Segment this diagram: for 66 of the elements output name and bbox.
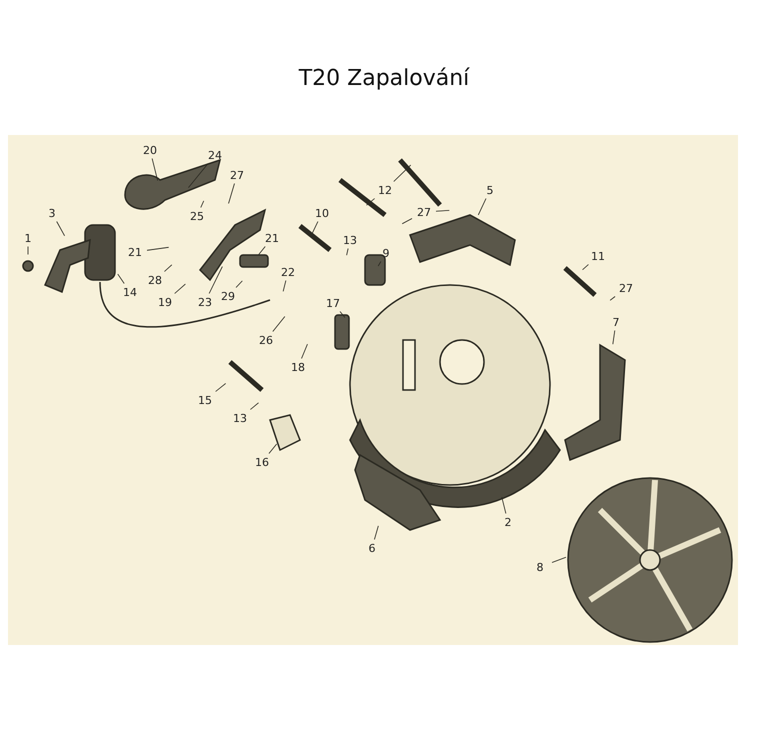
leader-line [366, 198, 375, 206]
leader-line [610, 296, 616, 301]
callout-number: 9 [375, 246, 397, 260]
leader-line [215, 383, 226, 392]
callout-number: 10 [311, 206, 333, 220]
callout-number: 27 [226, 168, 248, 182]
callout-number: 21 [124, 244, 146, 260]
leader-line [374, 525, 379, 540]
leader-line [152, 158, 158, 181]
callout-number: 6 [361, 540, 383, 556]
callout-number: 23 [194, 294, 216, 310]
diagram-title: T20 Zapalování [298, 66, 470, 91]
leader-line [552, 556, 566, 563]
leader-line [208, 266, 223, 294]
leader-line [146, 246, 170, 251]
leader-line [501, 496, 506, 514]
leader-line [282, 280, 286, 292]
callout-number: 7 [605, 314, 627, 330]
callout-number: 15 [194, 392, 216, 408]
callout-number: 2 [497, 514, 519, 530]
callout-number: 21 [261, 230, 283, 246]
leader-line [228, 183, 235, 204]
leader-line [236, 280, 243, 288]
leader-line [436, 210, 450, 212]
callout-number: 25 [186, 208, 208, 224]
callout-number: 17 [322, 296, 344, 310]
leader-line [582, 264, 589, 270]
leader-line [346, 248, 348, 256]
leader-line [258, 246, 266, 255]
callout-number: 19 [154, 294, 176, 310]
leader-line [174, 284, 186, 294]
leader-line [312, 221, 318, 234]
callout-number: 24 [204, 148, 226, 162]
callout-number: 22 [277, 264, 299, 280]
leader-line [164, 264, 172, 272]
leader-line [272, 316, 286, 332]
leader-line [340, 311, 346, 318]
leader-line [393, 164, 412, 182]
callout-number: 27 [413, 204, 435, 220]
leader-line [188, 163, 208, 188]
leader-line [117, 274, 125, 284]
callout-number: 12 [374, 182, 396, 198]
leader-line [250, 402, 259, 410]
leader-line [301, 344, 308, 359]
callout-number: 5 [479, 182, 501, 198]
leader-line [56, 221, 65, 236]
callout-number: 28 [144, 272, 166, 288]
leader-line [200, 200, 204, 208]
leader-line [378, 261, 382, 266]
callout-number: 29 [217, 288, 239, 304]
leader-line [402, 218, 412, 224]
leader-line [478, 198, 486, 216]
callout-number: 26 [255, 332, 277, 348]
callout-number: 16 [251, 454, 273, 470]
callout-number: 14 [119, 284, 141, 300]
leader-line [612, 330, 616, 345]
leader-line [268, 444, 278, 454]
callout-number: 18 [287, 360, 309, 374]
callout-number: 1 [17, 230, 39, 246]
callout-number: 3 [41, 206, 63, 220]
callout-number: 13 [339, 232, 361, 248]
callout-number: 13 [229, 410, 251, 426]
callout-number: 27 [615, 280, 637, 296]
callout-number: 20 [139, 142, 161, 158]
callout-number: 8 [529, 560, 551, 574]
callout-number: 11 [587, 248, 609, 264]
